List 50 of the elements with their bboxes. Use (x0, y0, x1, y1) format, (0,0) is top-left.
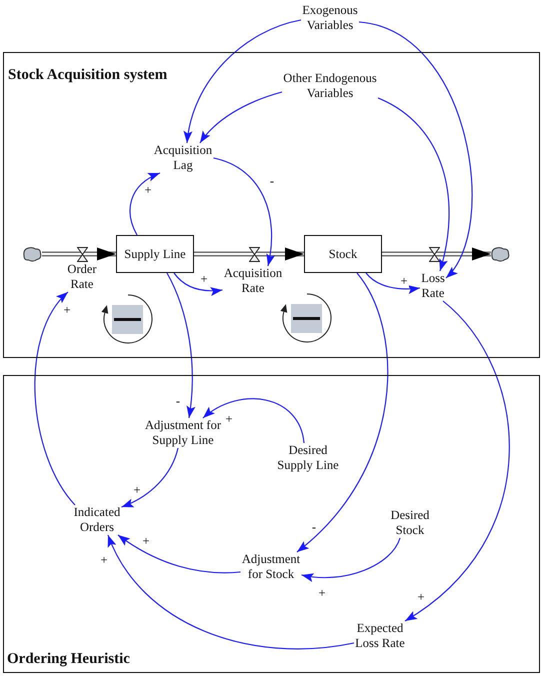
arrow (121, 448, 179, 508)
variable-label: Adjustment for Stock (240, 552, 302, 582)
arrow (296, 272, 388, 552)
stock-box: Stock (304, 235, 382, 273)
arrow (366, 272, 420, 294)
arrow (404, 300, 510, 622)
variable-label: Desired Supply Line (276, 443, 340, 473)
arrow (358, 21, 473, 278)
variable-label: Desired Stock (390, 508, 430, 538)
panel-title: Stock Acquisition system (8, 66, 168, 84)
panel (3, 375, 540, 673)
stock-box: Supply Line (116, 235, 194, 273)
variable-label: Acquisition Lag (152, 143, 214, 173)
arrow (200, 91, 282, 144)
panel-title: Ordering Heuristic (7, 650, 130, 668)
polarity-sign: + (317, 587, 327, 599)
flow-pipe (194, 248, 304, 260)
arrow (378, 98, 450, 272)
panel (3, 52, 540, 358)
arrow (130, 172, 160, 236)
polarity-sign: + (224, 413, 234, 425)
arrow (301, 538, 400, 582)
arrow (118, 534, 241, 574)
variable-label: Acquisition Rate (222, 266, 284, 296)
arrow (166, 272, 196, 418)
variable-label: Loss Rate (420, 271, 446, 301)
variable-label: Exogenous Variables (301, 3, 359, 33)
arrow (184, 19, 302, 144)
cloud-icon (491, 246, 510, 263)
variable-label: Adjustment for Supply Line (144, 418, 222, 448)
variable-label: Indicated Orders (72, 505, 122, 535)
cloud-icon (23, 246, 42, 263)
polarity-sign: + (143, 184, 153, 196)
polarity-sign: + (62, 304, 72, 316)
arrow (34, 292, 76, 506)
flow-pipe (42, 248, 116, 260)
variable-label: Other Endogenous Variables (282, 71, 378, 101)
arrow (213, 157, 275, 266)
flow-pipe (382, 248, 491, 260)
arrow (174, 272, 223, 296)
polarity-sign: + (399, 275, 409, 287)
arrow (202, 398, 305, 444)
variable-label: Order Rate (66, 262, 98, 292)
polarity-sign: + (99, 554, 109, 566)
polarity-sign: + (132, 484, 142, 496)
polarity-sign: + (141, 535, 151, 547)
polarity-sign: + (416, 591, 426, 603)
variable-label: Expected Loss Rate (354, 621, 406, 651)
arrow (108, 534, 354, 650)
polarity-sign: + (199, 273, 209, 285)
